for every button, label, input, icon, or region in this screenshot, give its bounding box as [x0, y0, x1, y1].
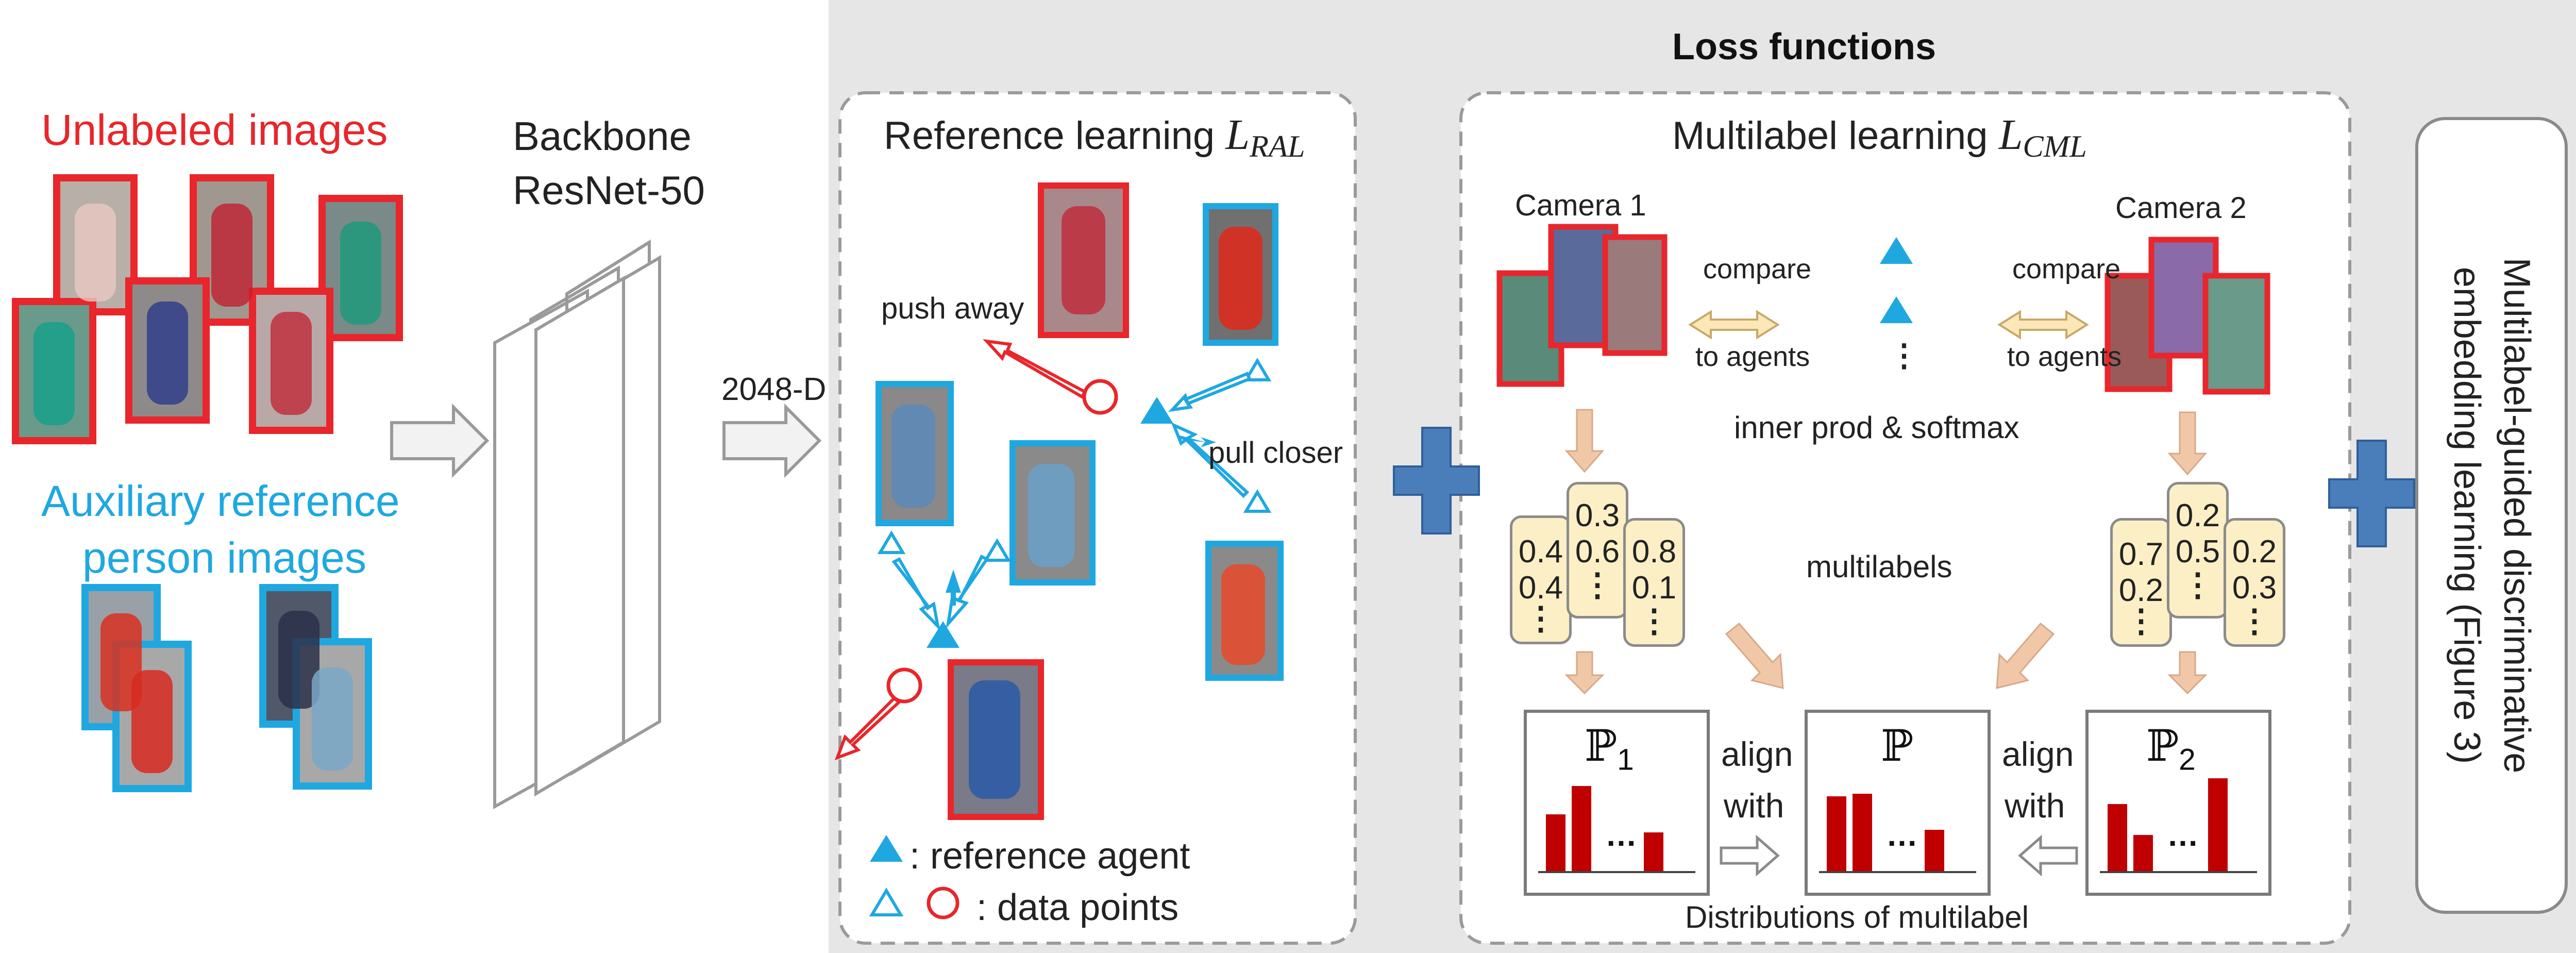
- data-point-triangle: [1243, 358, 1272, 381]
- agent-triangle: [1880, 237, 1913, 264]
- p1-bar: [1644, 832, 1663, 871]
- unlabeled-images-title: Unlabeled images: [41, 106, 388, 154]
- compare-right-line2: to agents: [2007, 341, 2122, 372]
- diag-arrow-right: [1996, 622, 2055, 689]
- align-right-line2: with: [2005, 787, 2065, 825]
- auxiliary-title-line1: Auxiliary reference: [41, 477, 400, 525]
- data-point-circle: [1082, 379, 1118, 415]
- agents-ellipsis: ⋮: [1889, 338, 1920, 373]
- p-bar: [1827, 796, 1846, 871]
- cam2-thumb: [2202, 273, 2270, 395]
- reference-learning-graphics: [834, 182, 1284, 919]
- down-arrow-cam2: [2167, 411, 2208, 476]
- p2-bars-ellipsis: …: [2167, 817, 2199, 853]
- p1-symbol: ℙ1: [1585, 721, 1634, 777]
- p-bar: [1925, 830, 1944, 871]
- cam1-vector: 0.3 0.6 ⋮: [1567, 482, 1628, 618]
- cam1-vector: 0.8 0.1 ⋮: [1623, 518, 1685, 647]
- down-arrow-p2: [2167, 651, 2208, 695]
- inner-prod-softmax-label: inner prod & softmax: [1734, 410, 2019, 445]
- data-point-triangle: [1243, 489, 1272, 513]
- distributions-caption: Distributions of multilabel: [1685, 900, 2029, 934]
- legend-agent-icon: [870, 835, 903, 862]
- down-arrow-cam1: [1564, 409, 1605, 473]
- loss-functions-title: Loss functions: [1672, 26, 1937, 68]
- compare-left-line1: compare: [1703, 254, 1812, 285]
- reference-agent-top: [1140, 397, 1173, 424]
- compare-arrow-left: [1688, 310, 1780, 340]
- p2-symbol: ℙ2: [2146, 721, 2196, 777]
- align-right-line1: align: [2002, 735, 2074, 773]
- plus-sign-right: [2328, 440, 2415, 547]
- camera2-label: Camera 2: [2115, 191, 2247, 225]
- cam2-vector: 0.2 0.5 ⋮: [2167, 482, 2229, 618]
- p-bars-ellipsis: …: [1886, 817, 1918, 853]
- align-arrow-right: [2018, 834, 2078, 877]
- camera1-label: Camera 1: [1515, 189, 1646, 222]
- p2-bar: [2208, 778, 2228, 871]
- backbone-label: Backbone: [513, 113, 692, 159]
- p1-bar: [1546, 814, 1565, 871]
- p1-bar: [1572, 786, 1591, 871]
- legend-triangle-icon: [869, 888, 904, 916]
- p1-bars-ellipsis: …: [1605, 817, 1637, 853]
- cam2-vector: 0.7 0.2 ⋮: [2110, 518, 2172, 647]
- data-point-circle: [886, 667, 922, 704]
- reference-agent-bottom: [927, 621, 959, 648]
- multilabels-label: multilabels: [1806, 549, 1952, 584]
- cam1-thumb: [1602, 234, 1668, 356]
- embedding-learning-label: Multilabel-guided discriminative embeddi…: [2446, 257, 2538, 774]
- compare-left-line2: to agents: [1695, 341, 1810, 372]
- backbone-model-label: ResNet-50: [513, 168, 705, 213]
- down-arrow-p1: [1564, 651, 1605, 695]
- align-arrow-left: [1720, 834, 1780, 877]
- multilabel-graphics: [1496, 224, 2271, 896]
- arrow-to-backbone: [390, 403, 490, 478]
- data-point-triangle: [983, 538, 1012, 562]
- p-bar: [1853, 794, 1872, 871]
- legend-circle-icon: [927, 887, 959, 919]
- plus-sign-left: [1393, 427, 1480, 534]
- arrow-to-losses: [722, 403, 822, 478]
- push-away-label: push away: [881, 292, 1024, 325]
- unlabeled-image-thumbnails: [12, 174, 403, 444]
- p2-bar: [2108, 804, 2127, 871]
- align-left-line1: align: [1721, 735, 1793, 773]
- reference-learning-title: Reference learning LRAL: [884, 111, 1305, 164]
- feature-dim-label: 2048-D: [721, 372, 827, 407]
- align-left-line2: with: [1724, 787, 1784, 825]
- compare-arrow-right: [1997, 310, 2089, 340]
- cam1-vector: 0.4 0.4 ⋮: [1510, 515, 1572, 644]
- auxiliary-image-thumbnails: [81, 584, 372, 792]
- agent-triangle: [1880, 296, 1913, 323]
- diag-arrow-left: [1725, 622, 1784, 689]
- pull-closer-label: pull closer: [1208, 436, 1343, 470]
- legend-agent-label: : reference agent: [910, 835, 1190, 877]
- data-point-triangle: [877, 530, 906, 554]
- cam2-vector: 0.2 0.3 ⋮: [2224, 518, 2285, 647]
- p-symbol: ℙ: [1881, 721, 1914, 771]
- compare-right-line1: compare: [2012, 254, 2121, 285]
- legend-points-label: : data points: [976, 887, 1179, 928]
- auxiliary-title-line2: person images: [82, 533, 366, 582]
- p2-bar: [2133, 835, 2153, 871]
- embedding-learning-box: [2415, 117, 2568, 914]
- multilabel-learning-title: Multilabel learning LCML: [1672, 111, 2087, 164]
